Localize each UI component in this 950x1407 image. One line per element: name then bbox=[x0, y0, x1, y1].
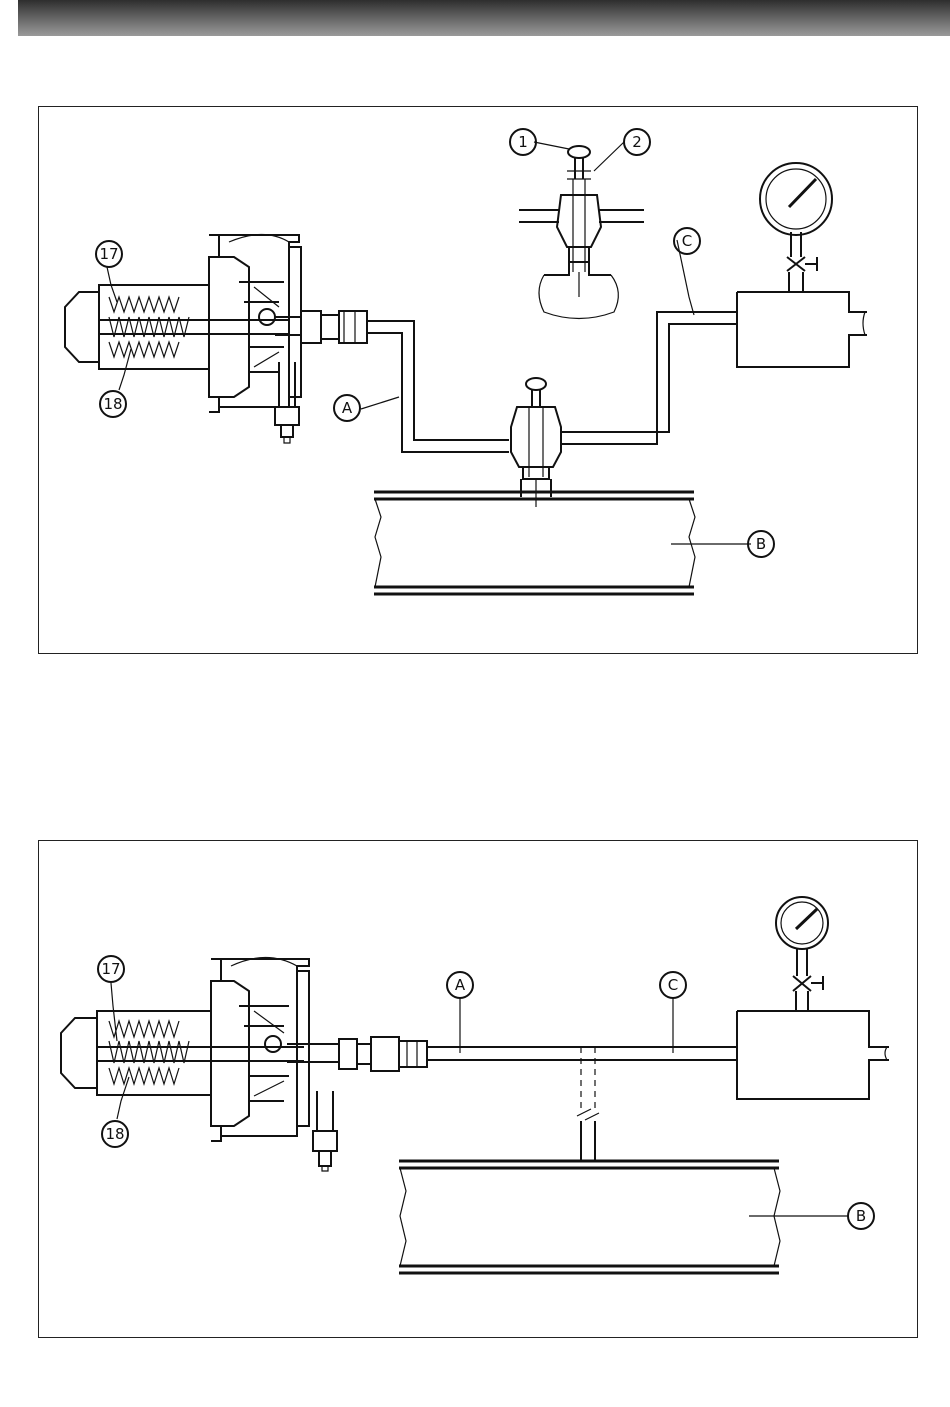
valve-icon bbox=[511, 378, 561, 507]
svg-text:1: 1 bbox=[518, 133, 528, 151]
diagram-figure-2-drawing: 17 18 A C B bbox=[39, 841, 919, 1339]
impulse-tap-line bbox=[575, 1047, 601, 1161]
diagram-figure-1-drawing: 17 18 A C B 1 2 bbox=[39, 107, 919, 655]
main-pipe-b bbox=[374, 492, 695, 594]
callout-18: 18 bbox=[102, 1121, 128, 1147]
downstream-pipe bbox=[737, 232, 867, 367]
callout-c: C bbox=[674, 228, 700, 254]
callout-c: C bbox=[660, 972, 686, 998]
svg-text:A: A bbox=[342, 399, 353, 417]
svg-text:B: B bbox=[756, 535, 766, 553]
svg-text:C: C bbox=[668, 976, 678, 994]
callout-leaders bbox=[107, 142, 751, 544]
callout-18: 18 bbox=[100, 391, 126, 417]
callout-b: B bbox=[848, 1203, 874, 1229]
diagram-figure-1: 17 18 A C B 1 2 bbox=[38, 106, 918, 654]
pipe-c bbox=[561, 312, 737, 444]
pipe-a bbox=[367, 321, 509, 452]
svg-text:17: 17 bbox=[101, 960, 120, 978]
diagram-figure-2: 17 18 A C B bbox=[38, 840, 918, 1338]
svg-text:C: C bbox=[682, 232, 692, 250]
svg-text:17: 17 bbox=[99, 245, 118, 263]
callout-17: 17 bbox=[98, 956, 124, 982]
svg-text:18: 18 bbox=[103, 395, 122, 413]
callout-2: 2 bbox=[624, 129, 650, 155]
callout-1: 1 bbox=[510, 129, 536, 155]
pressure-gauge-icon bbox=[760, 163, 832, 235]
svg-text:18: 18 bbox=[105, 1125, 124, 1143]
callout-b: B bbox=[748, 531, 774, 557]
pressure-gauge-icon bbox=[776, 897, 828, 949]
callout-17: 17 bbox=[96, 241, 122, 267]
pipe-a-c bbox=[427, 1047, 737, 1060]
svg-text:B: B bbox=[856, 1207, 866, 1225]
main-pipe-b bbox=[399, 1161, 780, 1273]
page-header-bar bbox=[18, 0, 950, 36]
callout-a: A bbox=[447, 972, 473, 998]
svg-text:A: A bbox=[455, 976, 466, 994]
callout-a: A bbox=[334, 395, 360, 421]
downstream-pipe bbox=[737, 949, 889, 1099]
svg-text:2: 2 bbox=[632, 133, 642, 151]
valve-detail-inset bbox=[519, 146, 644, 319]
